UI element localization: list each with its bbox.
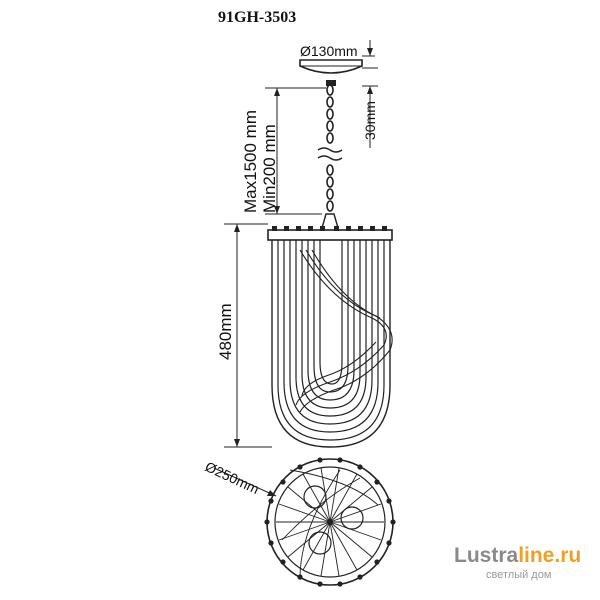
body-diameter-dimension: Ø250mm <box>203 458 277 497</box>
body-height-label: 480mm <box>216 303 235 360</box>
body-height-dimension: 480mm <box>216 223 272 448</box>
chain-max-label: Max1500 mm <box>241 110 260 213</box>
lamp-body <box>271 240 393 448</box>
bottom-view <box>264 457 396 587</box>
canopy-height-dimension: 30mm <box>362 67 378 148</box>
watermark-brand-part-b: line.ru <box>518 544 581 567</box>
model-title: 91GH-3503 <box>218 9 296 26</box>
watermark: Lustraline.ru светлый дом <box>454 544 581 581</box>
canopy-diameter-dimension: Ø130mm <box>300 40 375 59</box>
canopy-diameter-label: Ø130mm <box>300 43 358 59</box>
watermark-tagline: светлый дом <box>486 569 551 581</box>
chain-min-label: Min200 mm <box>260 124 279 213</box>
watermark-brand-part-a: Lustra <box>454 544 519 567</box>
top-ring <box>267 226 393 241</box>
canopy-height-label: 30mm <box>362 101 378 140</box>
chain <box>317 84 343 229</box>
canopy <box>299 59 363 86</box>
watermark-brand: Lustraline.ru <box>454 544 581 567</box>
body-diameter-label: Ø250mm <box>203 458 262 497</box>
chain-length-dimension: Max1500 mm Min200 mm <box>241 87 326 215</box>
